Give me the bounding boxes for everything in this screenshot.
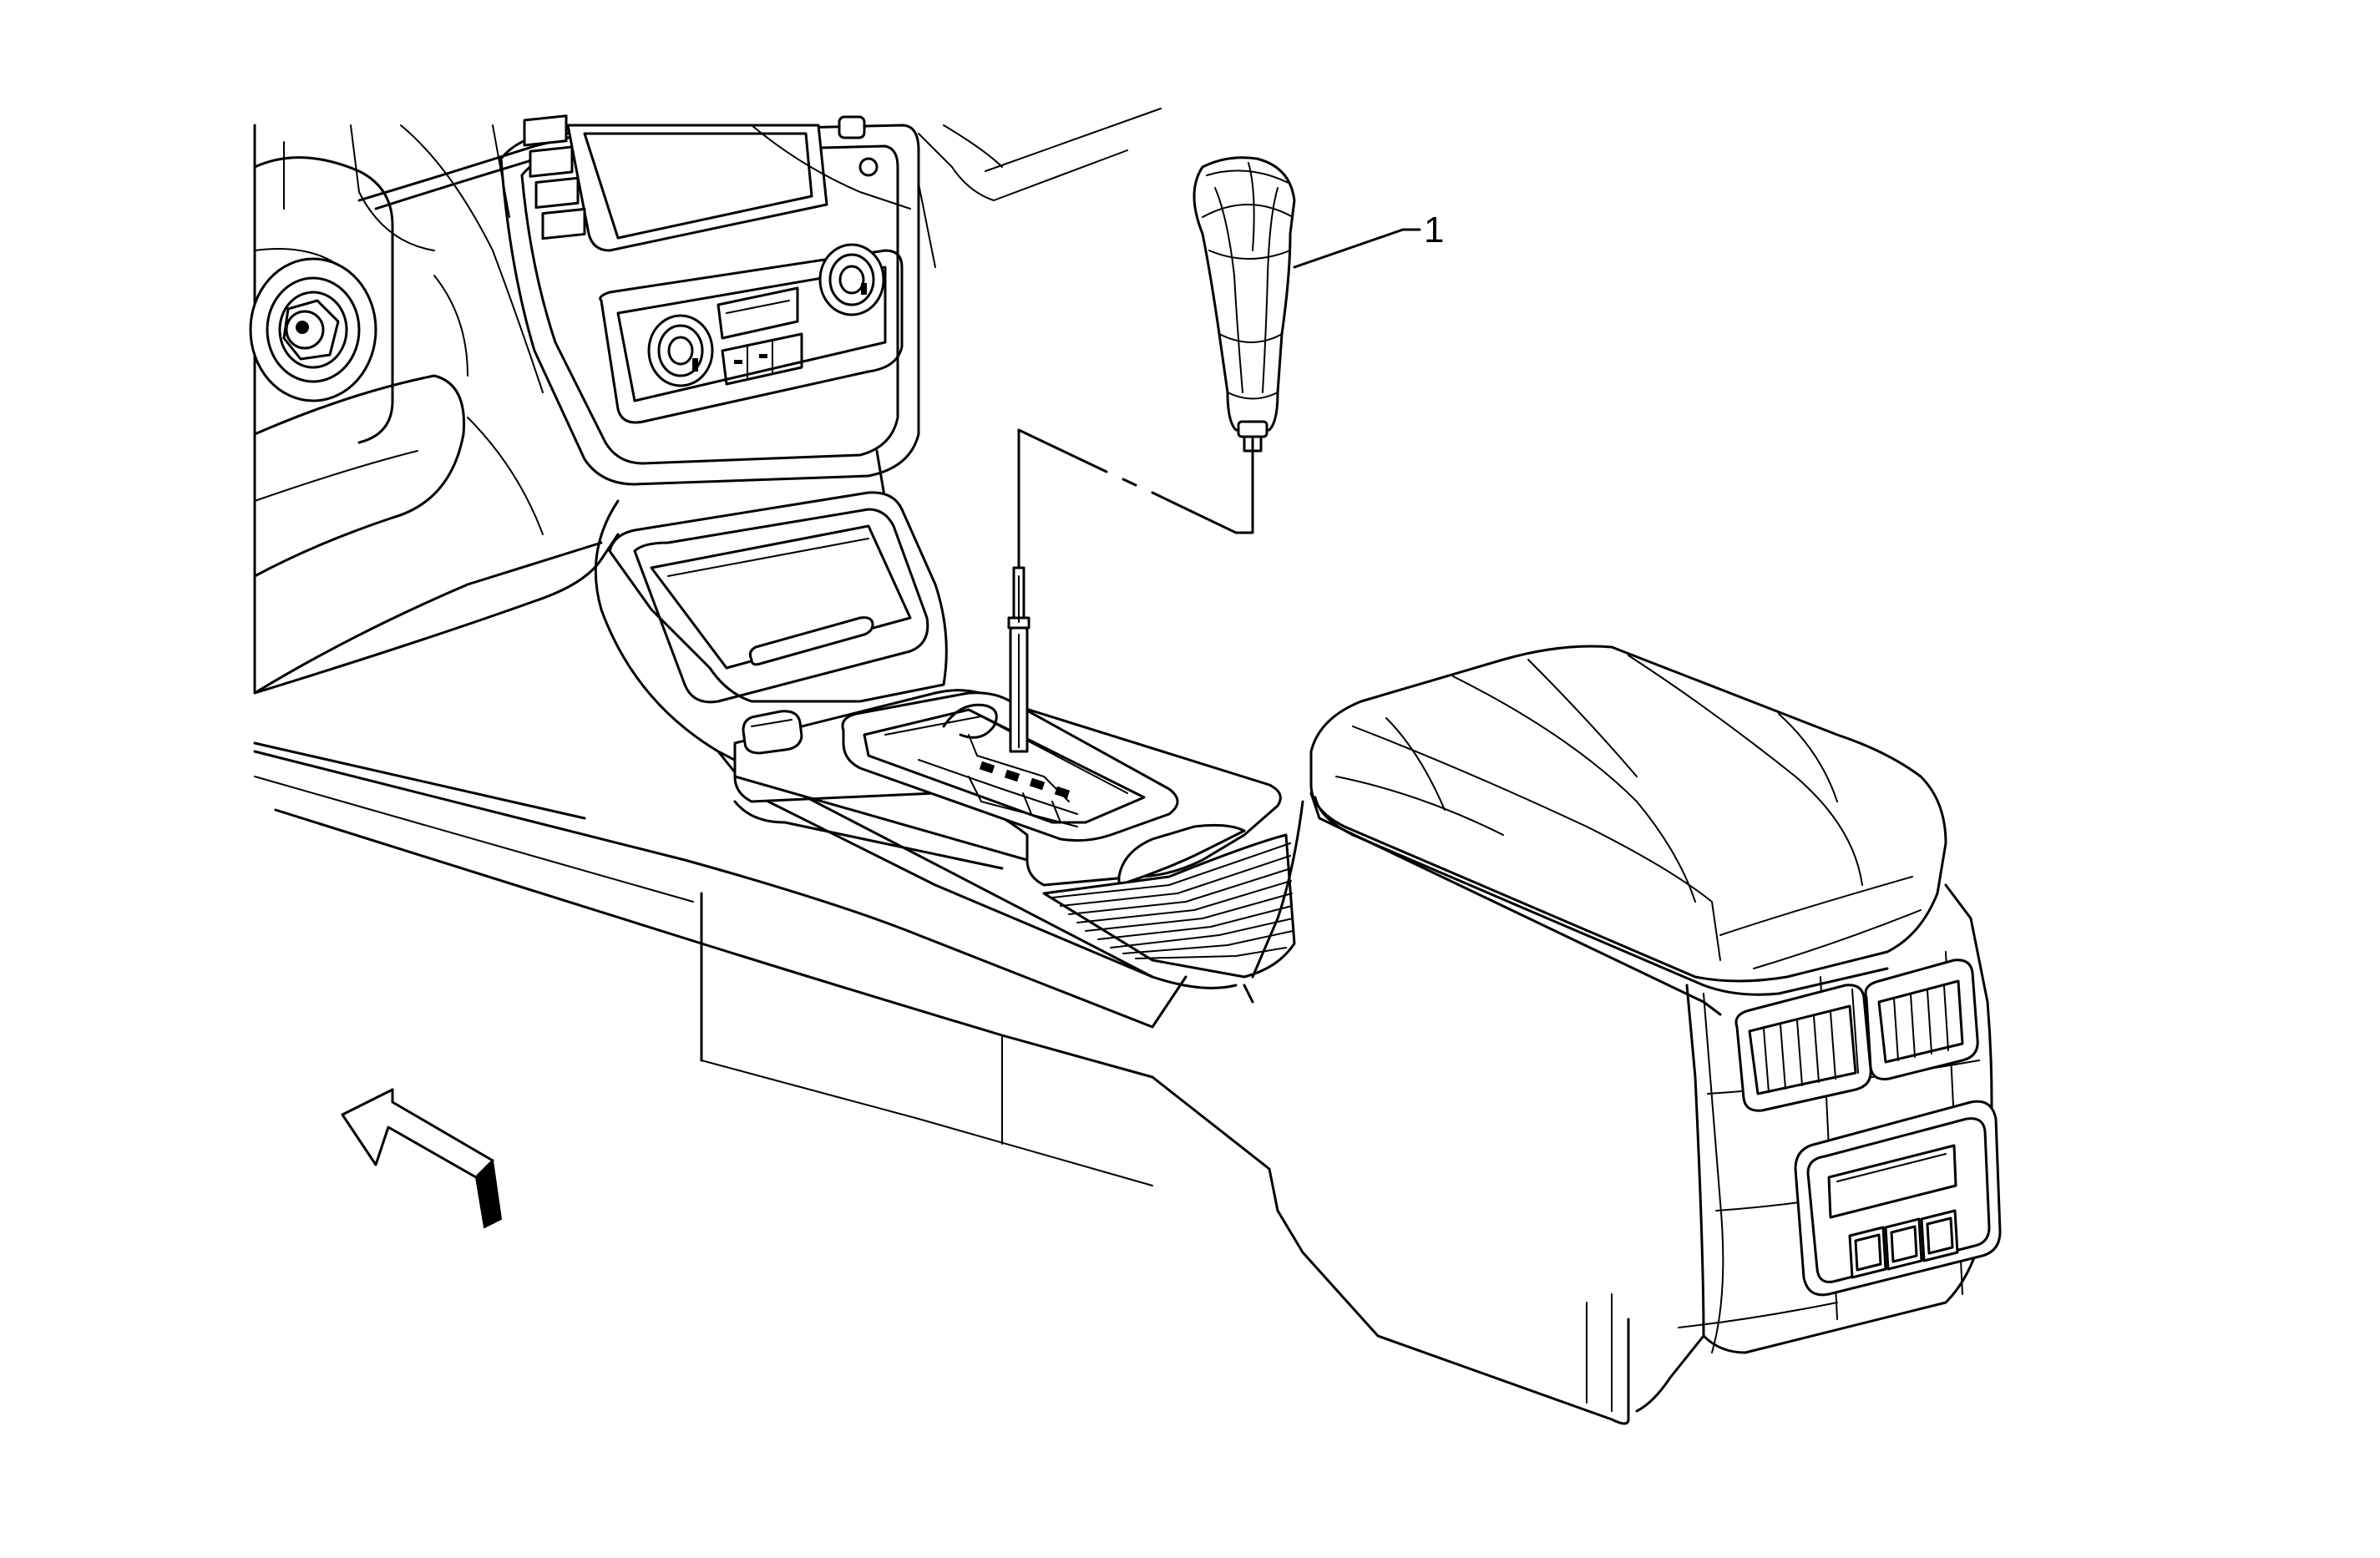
instrument-panel xyxy=(253,124,603,695)
tambour-cover xyxy=(1042,833,1296,979)
hvac-knob-left xyxy=(647,314,714,387)
preset-buttons xyxy=(523,114,586,240)
alignment-line xyxy=(1017,428,1254,569)
floor-console xyxy=(594,449,1630,1425)
front-arrow-icon xyxy=(341,1088,503,1229)
hvac-knob-right xyxy=(818,243,885,316)
rear-vent-left xyxy=(1734,984,1872,1112)
rear-vent-right xyxy=(1851,959,1979,1080)
shift-lever-rod xyxy=(1007,566,1030,753)
ignition-lock xyxy=(249,257,377,402)
rear-control-panel xyxy=(1794,1100,2002,1297)
callout-label-1: 1 xyxy=(1424,210,1444,250)
shifter-bezel xyxy=(733,689,1296,979)
lower-dash xyxy=(253,533,1154,1079)
armrest xyxy=(1309,645,1947,1016)
callout-1: 1 xyxy=(1293,210,1444,269)
shift-knob xyxy=(1193,156,1296,453)
center-stack xyxy=(499,108,1162,486)
